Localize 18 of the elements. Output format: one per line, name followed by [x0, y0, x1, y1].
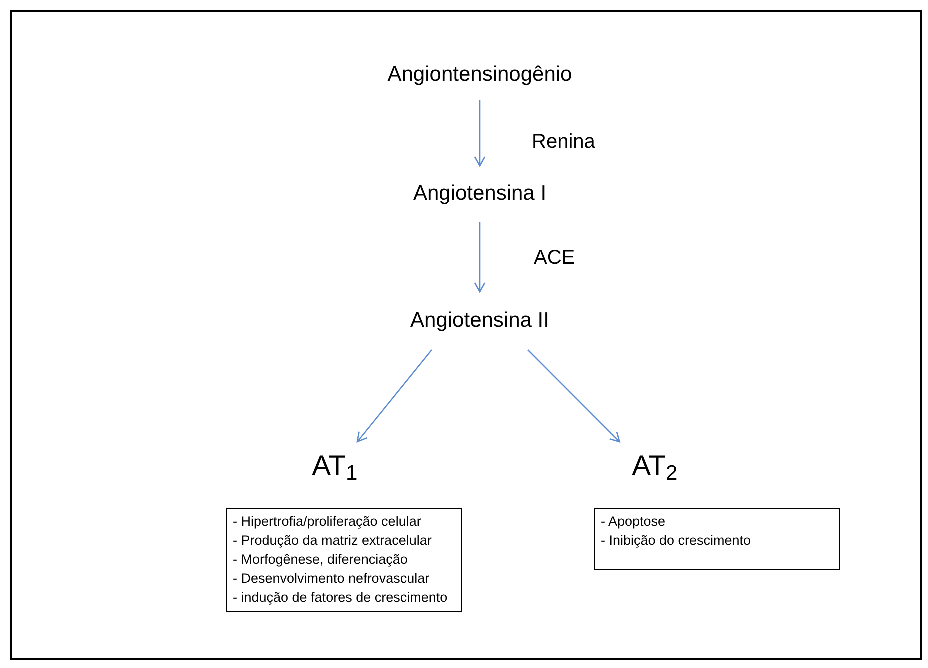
receptor-label: AT$_{1}$ [312, 449, 358, 487]
list-item: - Inibição do crescimento [601, 532, 752, 550]
list-item: - indução de fatores de crescimento [233, 589, 449, 607]
effects-box [594, 508, 840, 570]
receptor-label: AT$_{2}$ [632, 449, 678, 487]
list-item: - Apoptose [601, 513, 667, 531]
effects-box [226, 508, 462, 612]
node-label: Angiotensina I [413, 181, 547, 208]
list-item: - Morfogênese, diferenciação [233, 551, 409, 569]
list-item: - Desenvolvimento nefrovascular [233, 570, 431, 588]
list-item: - Produção da matriz extracelular [233, 532, 433, 550]
arrow [474, 222, 486, 293]
arrow [356, 350, 432, 443]
node-label: Angiontensinogênio [388, 62, 572, 88]
arrow [474, 100, 486, 167]
node-label: Angiotensina II [410, 308, 550, 334]
arrow [528, 350, 620, 443]
list-item: - Hipertrofia/proliferação celular [233, 513, 422, 531]
